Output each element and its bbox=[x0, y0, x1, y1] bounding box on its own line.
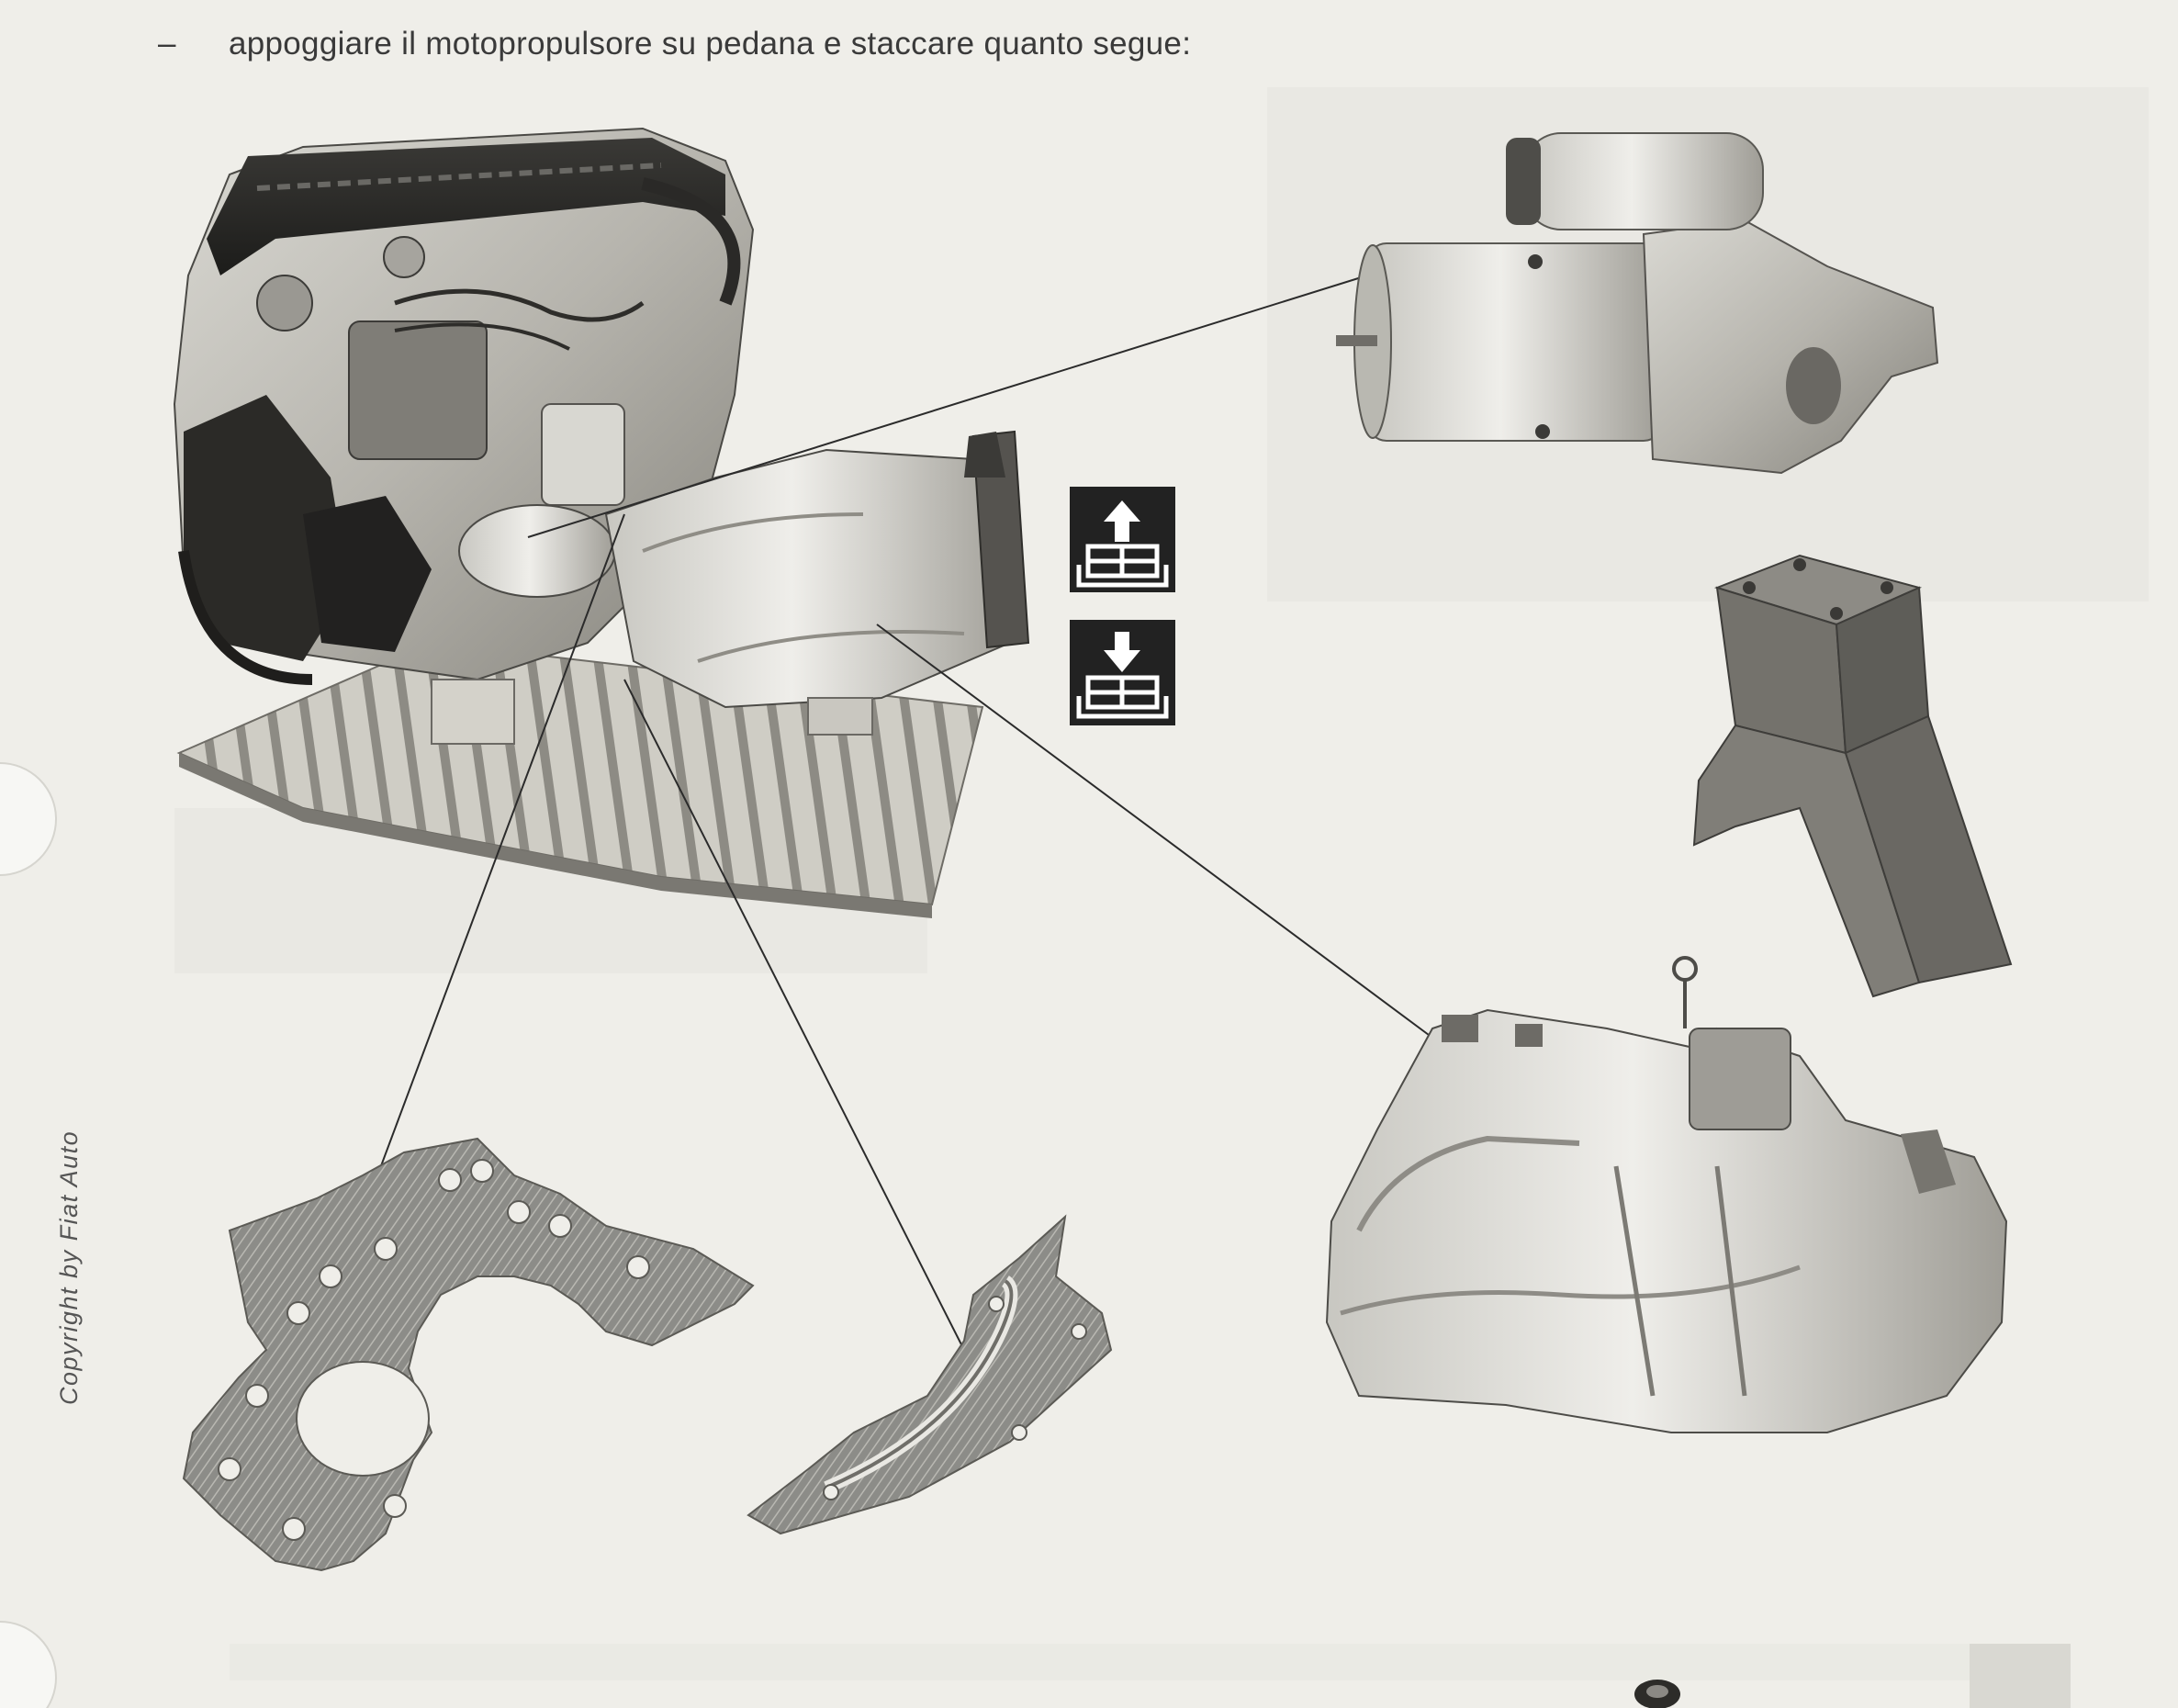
engine-gearbox-on-pallet-icon bbox=[173, 127, 1030, 918]
page-corner-mark bbox=[1970, 1644, 2071, 1708]
leader-lines bbox=[353, 270, 1433, 1360]
box-arrow-down-icon bbox=[1070, 620, 1175, 725]
lower-shield-icon bbox=[747, 1214, 1113, 1535]
instruction-text: appoggiare il motopropulsore su pedana e… bbox=[229, 26, 1192, 62]
starter-motor-icon bbox=[1336, 132, 1939, 475]
small-bushing-icon bbox=[1634, 1680, 1680, 1708]
support-bracket-icon bbox=[1692, 554, 2013, 998]
bullet-dash: – bbox=[158, 26, 176, 62]
box-arrow-up-icon bbox=[1070, 487, 1175, 592]
gearbox-icon bbox=[1325, 956, 2008, 1433]
cover-plate-icon bbox=[182, 1137, 755, 1572]
bleed-through-area bbox=[230, 1644, 1974, 1680]
